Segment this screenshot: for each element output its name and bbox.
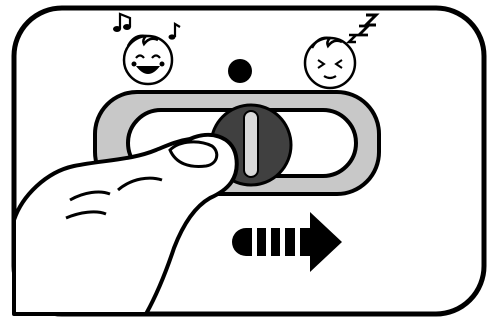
sleeping-face-icon — [305, 38, 355, 88]
happy-face-icon — [124, 36, 172, 84]
indicator-dot — [228, 59, 252, 83]
